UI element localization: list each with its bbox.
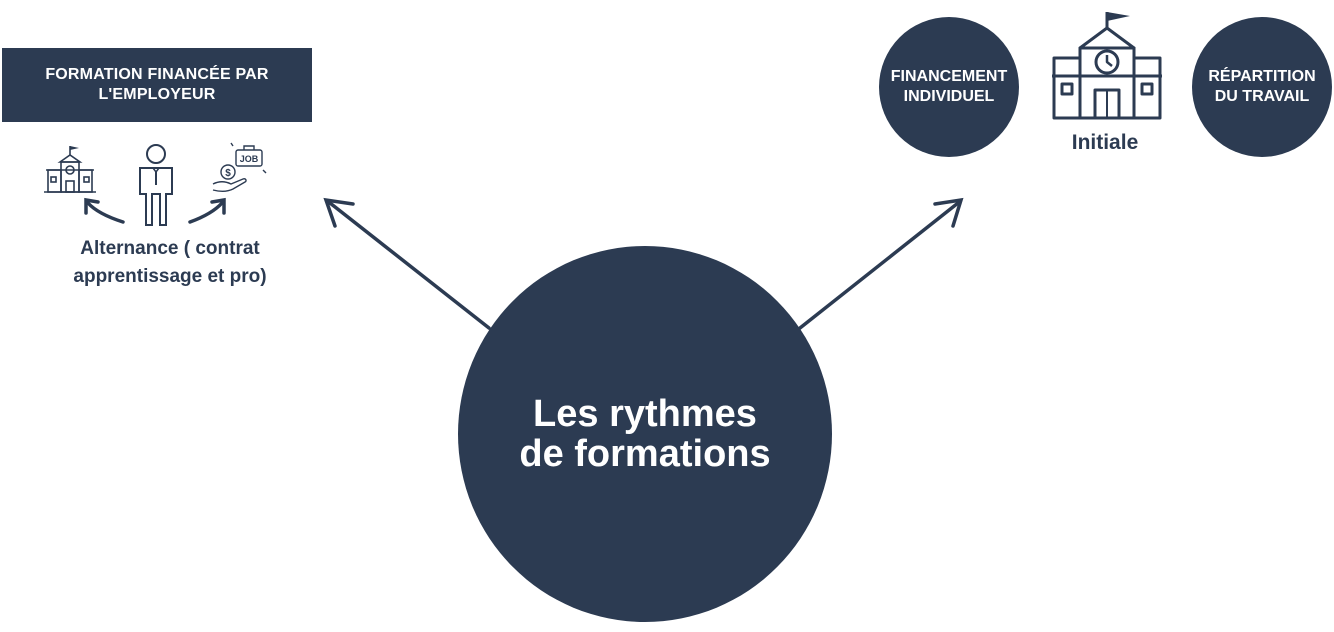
repartition-travail-label: RÉPARTITION DU TRAVAIL (1208, 68, 1316, 105)
job-tag-text: JOB (240, 154, 259, 164)
school-icon (44, 146, 96, 193)
curved-arrow-right-icon (188, 197, 226, 224)
job-hand-icon (212, 142, 267, 193)
alternance-label: Alternance ( contrat apprentissage et pr… (73, 238, 267, 287)
employee-icon (139, 144, 173, 226)
financement-individuel-circle: FINANCEMENT INDIVIDUEL (879, 17, 1019, 157)
employer-box: FORMATION FINANCÉE PAR L'EMPLOYEUR (2, 48, 312, 122)
repartition-travail-circle: RÉPARTITION DU TRAVAIL (1192, 17, 1332, 157)
arrow-left-icon (323, 197, 491, 330)
arrow-right-icon (798, 197, 964, 330)
employer-box-title: FORMATION FINANCÉE PAR L'EMPLOYEUR (45, 66, 269, 103)
center-circle: Les rythmes de formations (458, 246, 832, 622)
center-title: Les rythmes de formations (519, 393, 771, 475)
financement-individuel-label: FINANCEMENT INDIVIDUEL (890, 68, 1008, 105)
coin-symbol: $ (225, 168, 231, 179)
large-school-icon (1052, 12, 1162, 120)
initiale-label: Initiale (1071, 131, 1139, 154)
curved-arrow-left-icon (84, 197, 125, 224)
